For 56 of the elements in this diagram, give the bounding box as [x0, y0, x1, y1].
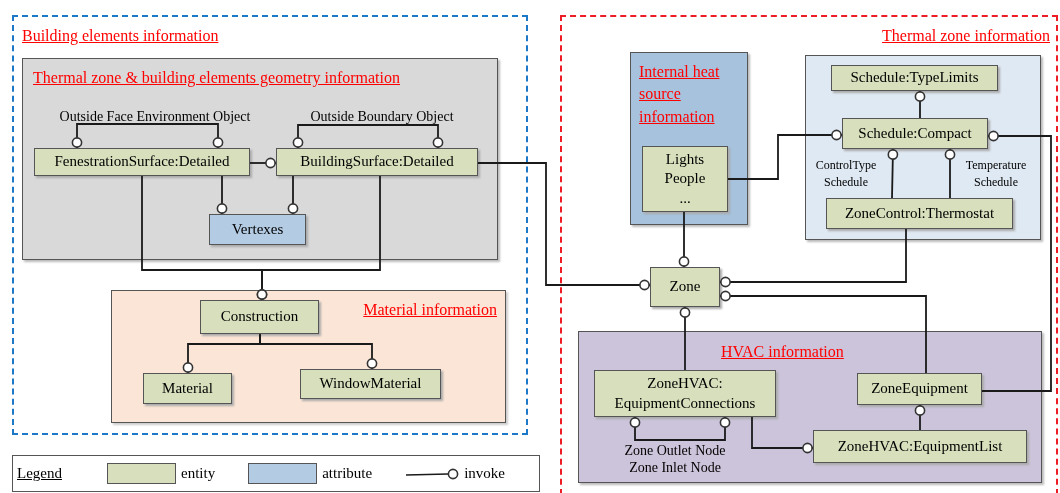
entity-box: ZoneHVAC: EquipmentConnections	[594, 370, 776, 417]
entity-box: WindowMaterial	[300, 369, 441, 399]
panel	[805, 55, 1041, 240]
panel	[630, 52, 748, 225]
connector-line	[719, 228, 907, 288]
edge-label: ControlType Schedule	[814, 157, 878, 192]
edge-label: Outside Face Environment Object	[58, 108, 252, 126]
entity-box: FenestrationSurface:Detailed	[34, 148, 250, 176]
connector-line	[259, 333, 378, 370]
panel-title: Material information	[363, 300, 497, 320]
connector-line	[914, 90, 926, 119]
legend-label: entity	[181, 464, 216, 484]
entity-box: Schedule:Compact	[842, 118, 988, 149]
connector-line	[727, 129, 843, 180]
connector-line	[629, 416, 731, 441]
legend-title: Legend	[17, 464, 62, 484]
connector-line	[678, 211, 690, 268]
connector-line	[887, 148, 899, 199]
panel	[111, 290, 506, 423]
connector-line	[71, 123, 224, 149]
connector-line	[944, 148, 956, 199]
panel-title: Thermal zone & building elements geometry information	[33, 68, 400, 89]
entity-box: Material	[143, 373, 232, 404]
entity-box: ZoneEquipment	[857, 373, 982, 405]
legend-label: attribute	[322, 464, 373, 484]
connector-line	[981, 130, 1052, 392]
connector-line	[679, 306, 691, 371]
entity-box: BuildingSurface:Detailed	[276, 148, 478, 176]
entity-box: Schedule:TypeLimits	[831, 65, 998, 91]
entity-box: ZoneHVAC:EquipmentList	[813, 430, 1027, 463]
connector-line	[216, 175, 228, 215]
panel-title: HVAC information	[721, 342, 844, 362]
connector-line	[256, 175, 381, 301]
entity-box: Zone	[650, 267, 720, 307]
panel-title: Thermal zone information	[882, 26, 1050, 46]
connector-line	[249, 157, 277, 169]
dashed-group-frame	[12, 15, 528, 435]
panel-title: Building elements information	[22, 26, 219, 47]
connector-line	[292, 124, 444, 149]
connector-line	[477, 162, 651, 291]
connector-line	[287, 175, 299, 215]
entity-box: ZoneControl:Thermostat	[826, 198, 1013, 229]
panel	[578, 331, 1042, 483]
legend-label: invoke	[464, 464, 505, 484]
entity-box: Construction	[200, 300, 319, 334]
panel	[22, 58, 498, 260]
entity-box: Lights People ...	[642, 146, 728, 212]
attribute-box: Vertexes	[209, 214, 306, 245]
dashed-group-frame	[560, 15, 1058, 493]
panel-title: Internal heat source information	[639, 62, 721, 127]
connector-line	[751, 416, 814, 454]
connector-line	[719, 290, 927, 374]
edge-label: Zone Outlet Node Zone Inlet Node	[623, 443, 727, 477]
edge-label: Temperature Schedule	[964, 157, 1028, 192]
edge-label: Outside Boundary Object	[309, 108, 455, 126]
connector-line	[914, 404, 926, 431]
